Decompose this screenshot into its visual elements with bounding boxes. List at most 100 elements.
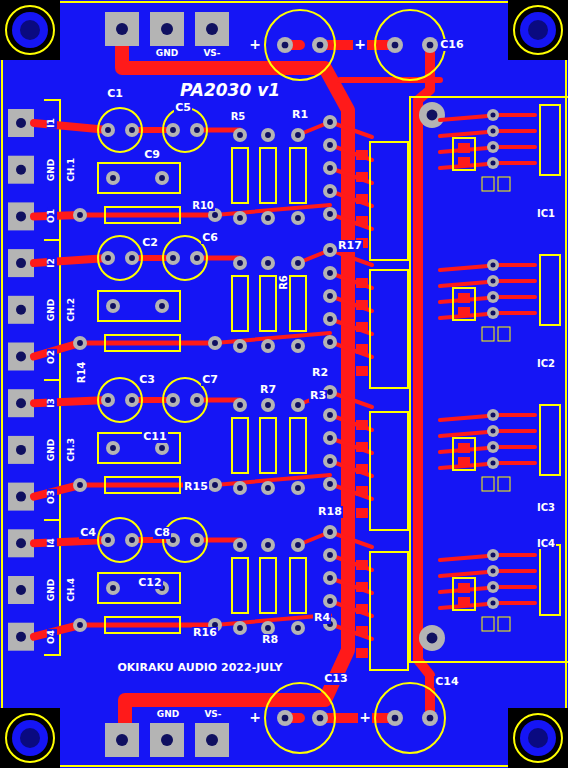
pcb-rect (105, 335, 180, 351)
pcb-circle (16, 118, 26, 128)
silkscreen-label: GND (155, 49, 179, 59)
pcb-circle (295, 542, 301, 548)
pcb-rect (508, 0, 568, 60)
pcb-path (418, 45, 430, 718)
pcb-rect (356, 300, 368, 310)
pcb-path (80, 341, 215, 346)
silkscreen-label: + (248, 710, 262, 725)
pcb-circle (261, 256, 275, 270)
pcb-circle (12, 12, 48, 48)
pcb-circle (427, 633, 438, 644)
pcb-rect (8, 296, 34, 324)
pcb-circle (237, 542, 243, 548)
pcb-circle (520, 720, 556, 756)
pcb-circle (261, 398, 275, 412)
pcb-circle (387, 710, 403, 726)
pcb-rect (290, 148, 306, 203)
pcb-circle (295, 485, 301, 491)
pcb-rect (453, 438, 475, 470)
connector-label: CH.3 (67, 437, 77, 463)
pcb-circle (16, 352, 26, 362)
pcb-circle (265, 625, 271, 631)
pcb-rect (8, 156, 34, 184)
pcb-circle (487, 291, 499, 303)
pcb-circle (237, 260, 243, 266)
pcb-rect (0, 0, 60, 60)
pcb-circle (295, 343, 301, 349)
silkscreen-label: C4 (79, 527, 97, 539)
pcb-rect (498, 327, 510, 341)
pcb-rect (508, 708, 568, 768)
pcb-circle (327, 293, 333, 299)
connector-label: I4 (47, 537, 57, 549)
pcb-circle (161, 734, 173, 746)
pcb-path (34, 258, 108, 263)
pcb-circle (129, 537, 135, 543)
silkscreen-label: OKIRAKU AUDIO 2022-JULY (116, 662, 283, 674)
pcb-circle (237, 402, 243, 408)
pcb-circle (327, 211, 333, 217)
connector-label: I2 (47, 257, 57, 269)
connector-label: R6 (277, 274, 288, 291)
silkscreen-label: R4 (313, 612, 331, 624)
pcb-circle (327, 412, 333, 418)
pcb-rect (370, 412, 408, 530)
pcb-rect (232, 148, 248, 203)
pcb-circle (212, 340, 218, 346)
pcb-circle (98, 378, 142, 422)
pcb-circle (277, 37, 293, 53)
pcb-circle (125, 533, 139, 547)
pcb-circle (105, 255, 111, 261)
pcb-circle (295, 260, 301, 266)
silkscreen-label: C6 (201, 232, 219, 244)
pcb-rect (370, 142, 408, 260)
pcb-circle (166, 251, 180, 265)
pcb-circle (110, 175, 116, 181)
pcb-circle (291, 128, 305, 142)
pcb-rect (370, 270, 408, 388)
pcb-circle (166, 393, 180, 407)
silkscreen-label: R10 (191, 200, 215, 211)
pcb-circle (487, 259, 499, 271)
pcb-circle (233, 128, 247, 142)
pcb-circle (295, 132, 301, 138)
pcb-path (44, 100, 60, 655)
silkscreen-label: C3 (138, 374, 156, 386)
pcb-rect (290, 276, 306, 331)
pcb-circle (487, 549, 499, 561)
pcb-circle (73, 336, 87, 350)
connector-label: GND (47, 578, 57, 602)
pcb-line (44, 379, 60, 381)
pcb-circle (514, 6, 562, 54)
pcb-circle (233, 256, 247, 270)
pcb-circle (233, 538, 247, 552)
pcb-circle (291, 621, 305, 635)
pcb-circle (16, 165, 26, 175)
pcb-circle (16, 492, 26, 502)
pcb-circle (16, 211, 26, 221)
pcb-rect (458, 293, 470, 303)
pcb-circle (327, 247, 333, 253)
pcb-rect (8, 436, 34, 464)
pcb-circle (327, 598, 333, 604)
pcb-circle (323, 266, 337, 280)
pcb-circle (323, 184, 337, 198)
silkscreen-label: C2 (141, 237, 159, 249)
pcb-rect (453, 138, 475, 170)
pcb-circle (327, 575, 333, 581)
pcb-rect (540, 405, 560, 475)
pcb-circle (194, 255, 200, 261)
connector-label: GND (47, 438, 57, 462)
pcb-rect (453, 578, 475, 610)
pcb-circle (237, 343, 243, 349)
pcb-circle (125, 251, 139, 265)
pcb-circle (12, 720, 48, 756)
silkscreen-label: R5 (230, 111, 247, 122)
pcb-circle (490, 278, 495, 283)
silkscreen-label: + (248, 37, 262, 52)
pcb-circle (490, 310, 495, 315)
pcb-rect (356, 560, 368, 570)
pcb-rect (370, 552, 408, 670)
silkscreen-label: GND (156, 710, 180, 720)
pcb-rect (105, 12, 139, 46)
